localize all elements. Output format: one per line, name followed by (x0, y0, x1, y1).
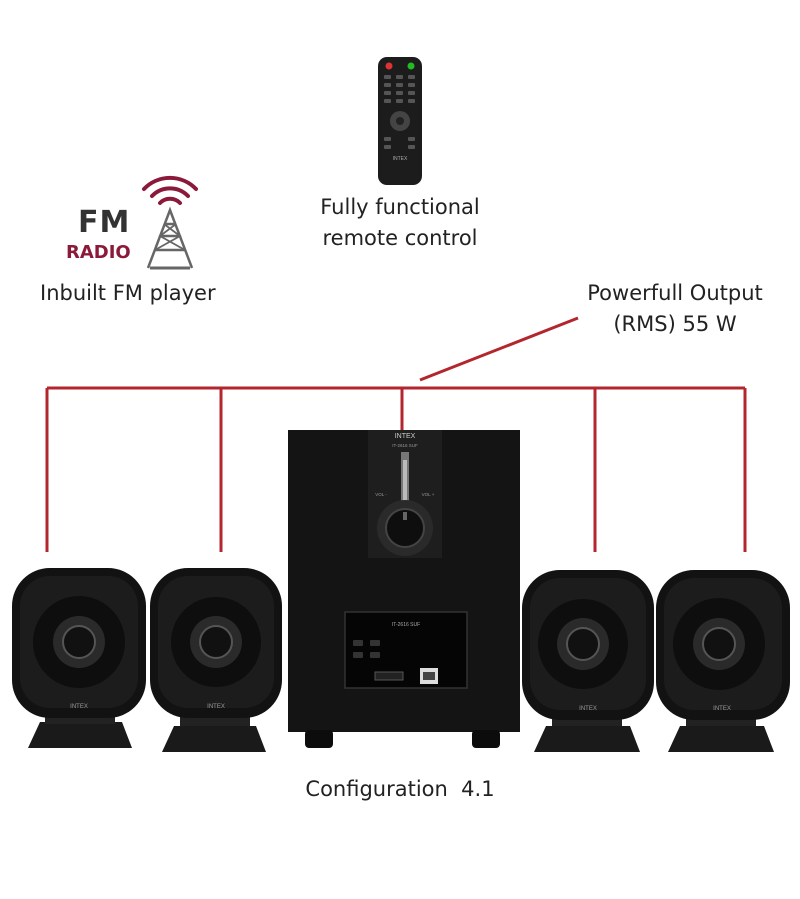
remote-brand-label: INTEX (393, 156, 408, 162)
power-caption-line-1: Powerfull Output (587, 281, 763, 305)
satellite-brand-label-2: INTEX (207, 704, 225, 710)
power-caption-line-2: (RMS) 55 W (613, 312, 737, 336)
radio-logo-text: RADIO (66, 242, 131, 263)
vol-plus-label: VOL + (422, 492, 435, 497)
configuration-caption: Configuration 4.1 (305, 777, 495, 801)
satellite-speaker-3: INTEX (522, 570, 654, 752)
subwoofer-model-label: IT-2616 SUF (392, 443, 418, 448)
satellite-brand-label-4: INTEX (713, 706, 731, 712)
power-output-caption: Powerfull Output (RMS) 55 W (575, 278, 775, 340)
fm-caption: Inbuilt FM player (40, 281, 216, 305)
radio-tower-icon (146, 206, 194, 270)
satellite-brand-label-1: INTEX (70, 704, 88, 710)
output-pointer-line (419, 316, 579, 382)
remote-caption-line-2: remote control (322, 226, 478, 250)
satellite-speaker-4: INTEX (656, 570, 790, 752)
radio-waves-icon (142, 175, 198, 205)
fm-logo-text: FM (78, 205, 131, 240)
vol-minus-label: VOL - (375, 492, 387, 497)
satellite-brand-label-3: INTEX (579, 706, 597, 712)
satellite-speaker-1: INTEX (12, 568, 146, 748)
remote-caption: Fully functional remote control (300, 192, 500, 254)
connector-lines (45, 316, 747, 552)
subwoofer-brand-label: INTEX (395, 433, 416, 440)
panel-model-label: IT-2616 SUF (392, 622, 420, 628)
remote-control-image: INTEX (378, 57, 422, 185)
remote-caption-line-1: Fully functional (320, 195, 480, 219)
subwoofer-image: INTEX IT-2616 SUF VOL - VOL + IT-2616 SU… (288, 430, 520, 748)
satellite-speaker-2: INTEX (150, 568, 282, 752)
